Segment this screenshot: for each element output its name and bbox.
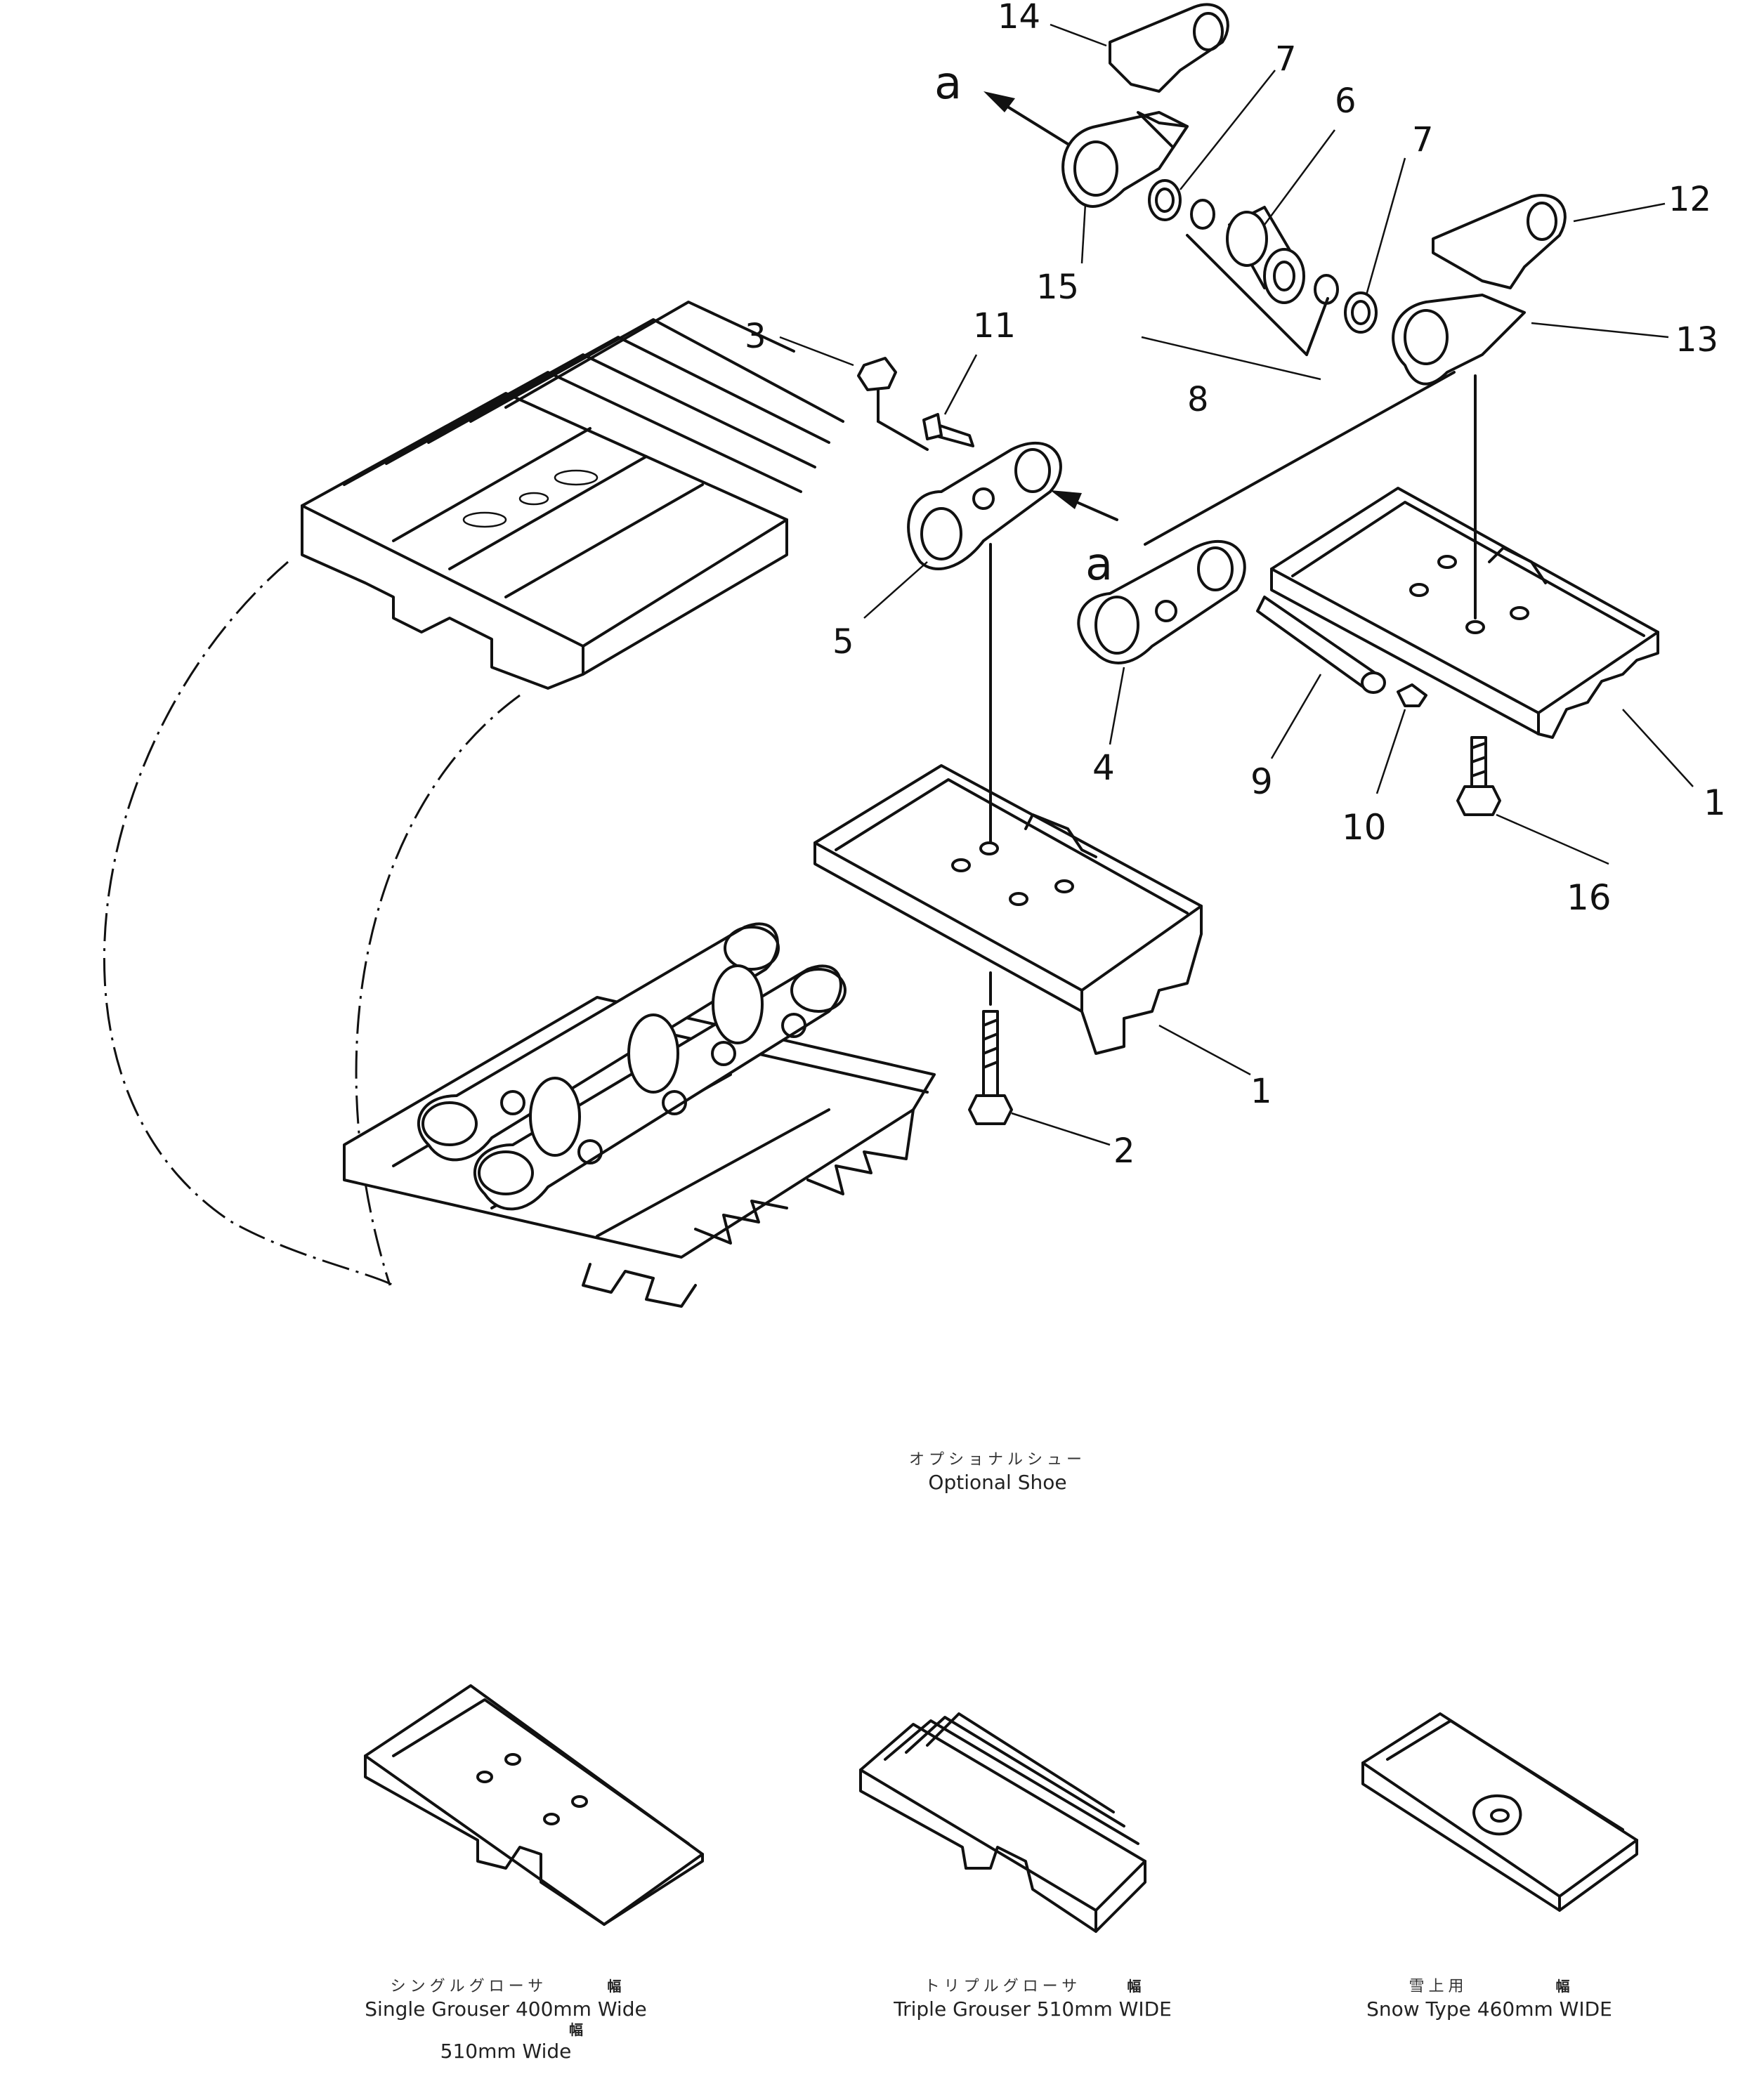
snow-type-caption: 雪上用 幅 Snow Type 460mm WIDE [1321, 1977, 1658, 2021]
optional-shoe-caption-en: Optional Shoe [928, 1470, 1067, 1494]
callout-15: 15 [1036, 268, 1079, 307]
optional-shoe-caption: オプショナルシュー Optional Shoe [829, 1450, 1166, 1495]
single-grouser-caption-en: Single Grouser 400mm Wide [365, 1997, 647, 2021]
label-a-top: a [934, 58, 962, 110]
callout-7-right: 7 [1412, 120, 1434, 159]
single-grouser-caption-jp: シングルグローサ [390, 1978, 548, 1995]
triple-grouser-caption-en: Triple Grouser 510mm WIDE [894, 1997, 1172, 2021]
seal-assembly-upper [1061, 3, 1567, 386]
callout-5: 5 [832, 622, 854, 662]
label-a-middle: a [1085, 539, 1113, 591]
callout-10: 10 [1342, 807, 1387, 848]
single-grouser-width-mark-2: 幅 [569, 2021, 583, 2038]
callout-3: 3 [745, 317, 766, 356]
optional-shoe-caption-jp: オプショナルシュー [908, 1451, 1086, 1469]
optional-shoe-single-grouser [364, 1684, 704, 1926]
master-link-5 [857, 357, 1062, 570]
callout-2: 2 [1113, 1131, 1135, 1171]
snow-type-width-mark: 幅 [1555, 1978, 1570, 1995]
triple-grouser-caption: トリプルグローサ 幅 Triple Grouser 510mm WIDE [836, 1977, 1229, 2021]
track-shoes-upper [301, 301, 844, 690]
snow-type-caption-en: Snow Type 460mm WIDE [1366, 1997, 1612, 2021]
track-chain-lower [343, 922, 936, 1308]
triple-grouser-width-mark: 幅 [1127, 1978, 1142, 1995]
single-grouser-caption-en-2: 510mm Wide [440, 2039, 572, 2063]
callout-1-middle: 1 [1250, 1072, 1272, 1111]
callout-4: 4 [1092, 747, 1115, 788]
callout-12: 12 [1668, 180, 1711, 219]
callout-13: 13 [1675, 320, 1718, 360]
callout-7-left: 7 [1275, 39, 1297, 79]
snow-type-caption-jp: 雪上用 [1409, 1978, 1468, 1995]
triple-grouser-caption-jp: トリプルグローサ [924, 1978, 1082, 1995]
callout-14: 14 [998, 0, 1040, 37]
callout-9: 9 [1250, 761, 1273, 802]
master-link-4 [1077, 371, 1456, 664]
track-loop-outline [103, 560, 521, 1287]
single-grouser-width-mark: 幅 [607, 1978, 622, 1995]
arrow-a-top [983, 91, 1069, 145]
callout-labels: 14 7 6 7 12 13 15 8 3 11 5 4 9 10 16 1 1… [745, 0, 1726, 1171]
arrow-a-middle [1050, 490, 1118, 521]
callout-11: 11 [973, 306, 1016, 346]
track-shoe-middle [813, 543, 1203, 1125]
callout-8: 8 [1187, 380, 1209, 419]
track-shoe-right [1256, 374, 1659, 816]
callout-16: 16 [1567, 877, 1612, 918]
leader-lines [779, 23, 1694, 1146]
callout-6: 6 [1335, 81, 1357, 121]
single-grouser-caption: シングルグローサ 幅 Single Grouser 400mm Wide 幅 5… [309, 1977, 702, 2063]
optional-shoe-snow-type [1361, 1712, 1638, 1912]
callout-1-right: 1 [1704, 782, 1726, 823]
optional-shoe-triple-grouser [859, 1712, 1146, 1933]
